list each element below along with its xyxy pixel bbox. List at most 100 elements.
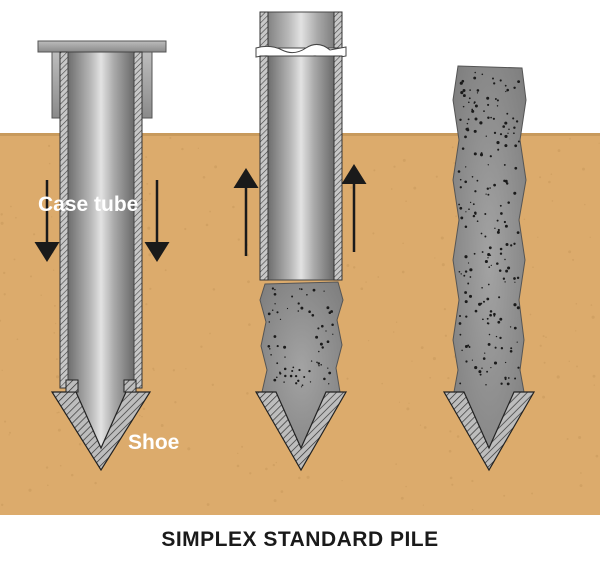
texture-dot: [496, 99, 499, 102]
texture-dot: [471, 508, 474, 511]
texture-dot: [10, 205, 12, 208]
texture-dot: [494, 227, 496, 230]
texture-dot: [309, 381, 312, 383]
texture-dot: [144, 199, 147, 202]
drive-cap: [37, 40, 167, 53]
texture-dot: [460, 216, 464, 220]
texture-dot: [504, 84, 507, 87]
texture-dot: [494, 98, 497, 100]
texture-dot: [211, 383, 214, 386]
texture-dot: [489, 313, 492, 317]
texture-dot: [429, 376, 432, 379]
texture-dot: [448, 449, 452, 453]
texture-dot: [206, 503, 210, 506]
texture-dot: [459, 81, 463, 85]
texture-dot: [493, 82, 496, 85]
texture-dot: [276, 362, 279, 365]
texture-dot: [484, 235, 487, 238]
texture-dot: [57, 428, 61, 432]
texture-dot: [486, 297, 490, 301]
texture-dot: [503, 163, 506, 166]
texture-dot: [274, 303, 276, 305]
texture-dot: [273, 292, 277, 296]
texture-dot: [487, 342, 491, 346]
texture-dot: [465, 315, 468, 318]
texture-dot: [498, 269, 502, 272]
texture-dot: [514, 144, 518, 148]
texture-dot: [506, 112, 509, 115]
texture-dot: [468, 346, 471, 348]
texture-dot: [352, 266, 356, 269]
texture-dot: [486, 187, 489, 190]
texture-dot: [141, 415, 143, 418]
texture-dot: [328, 371, 332, 375]
texture-dot: [487, 116, 490, 120]
texture-dot: [402, 242, 404, 245]
texture-dot: [464, 225, 468, 228]
texture-dot: [473, 101, 476, 104]
texture-dot: [308, 310, 311, 314]
texture-dot: [146, 182, 149, 185]
texture-dot: [505, 90, 507, 93]
texture-dot: [413, 186, 417, 190]
texture-dot: [487, 103, 490, 106]
shoe-stage-2: [254, 391, 348, 472]
texture-dot: [140, 389, 142, 391]
texture-dot: [185, 368, 187, 370]
texture-dot: [294, 374, 298, 378]
texture-dot: [406, 407, 410, 411]
texture-dot: [504, 281, 506, 283]
texture-dot: [483, 110, 485, 112]
texture-dot: [539, 176, 542, 179]
case-tube-wall-left: [59, 51, 69, 389]
texture-dot: [268, 321, 271, 323]
texture-dot: [341, 479, 343, 482]
texture-dot: [174, 401, 177, 404]
texture-dot: [273, 378, 277, 382]
texture-dot: [590, 304, 593, 306]
texture-dot: [209, 332, 211, 335]
texture-dot: [474, 211, 477, 215]
texture-dot: [292, 366, 295, 369]
texture-dot: [441, 263, 445, 267]
texture-dot: [539, 344, 542, 347]
texture-dot: [476, 89, 480, 92]
pile-stage-3-completed: [442, 65, 536, 472]
texture-dot: [301, 384, 304, 387]
texture-dot: [505, 269, 509, 273]
texture-dot: [318, 364, 320, 367]
texture-dot: [459, 206, 463, 210]
texture-dot: [479, 121, 483, 125]
texture-dot: [443, 307, 447, 311]
texture-dot: [405, 485, 407, 488]
texture-dot: [241, 445, 244, 448]
texture-dot: [465, 211, 467, 213]
texture-dot: [513, 277, 516, 280]
texture-dot: [474, 104, 478, 108]
texture-dot: [289, 374, 293, 378]
texture-dot: [482, 318, 484, 321]
texture-dot: [279, 318, 282, 321]
texture-dot: [459, 178, 462, 181]
texture-dot: [184, 227, 187, 231]
texture-dot: [584, 203, 586, 206]
texture-dot: [472, 214, 476, 218]
texture-dot: [514, 166, 518, 170]
texture-dot: [202, 176, 206, 179]
texture-dot: [145, 156, 148, 159]
texture-dot: [59, 464, 62, 467]
texture-dot: [456, 435, 460, 438]
texture-dot: [149, 287, 152, 290]
texture-dot: [517, 366, 520, 369]
texture-dot: [200, 345, 203, 348]
texture-dot: [432, 357, 436, 361]
texture-dot: [503, 220, 507, 224]
texture-dot: [280, 490, 284, 493]
texture-dot: [476, 220, 479, 223]
texture-dot: [465, 360, 468, 363]
texture-dot: [595, 454, 599, 458]
texture-dot: [449, 476, 453, 480]
texture-dot: [8, 434, 10, 436]
texture-dot: [464, 135, 467, 139]
texture-dot: [503, 494, 506, 497]
